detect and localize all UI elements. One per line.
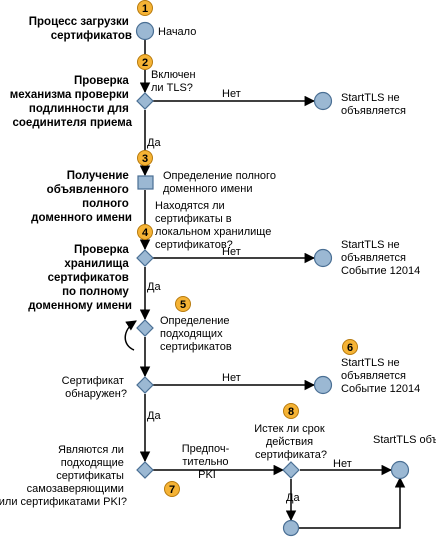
- step-badge-4: 4: [137, 224, 153, 240]
- determine-fqdn-label: Определение полного доменного имени: [163, 170, 279, 195]
- step-badge-1: 1: [137, 0, 153, 16]
- expired-question: Истек ли срок действия сертификата?: [254, 423, 328, 461]
- step-badges: 1 2 3 4 5 6 7 8: [137, 0, 358, 497]
- loop-arrow: [124, 320, 137, 351]
- no-certs-in-store-result: StartTLS не объявляется Событие 12014: [341, 239, 420, 277]
- decision-cert-expired: [282, 461, 300, 479]
- step-badge-7-number: 7: [169, 484, 175, 496]
- decision-cert-found: [136, 376, 154, 394]
- step-badge-7: 7: [164, 481, 180, 497]
- step-badge-3: 3: [137, 150, 153, 166]
- end-node-cert-not-found: [313, 375, 333, 395]
- found-yes-label: Да: [147, 410, 161, 422]
- join-node: [282, 519, 300, 537]
- tls-no-label: Нет: [222, 88, 241, 100]
- starttls-announced-result: StartTLS объявляется: [373, 434, 436, 446]
- step-1-title: Процесс загрузки сертификатов: [29, 16, 132, 42]
- preferably-pki-label: Предпоч- тительно PKI: [182, 443, 233, 481]
- step-badge-2: 2: [137, 54, 153, 70]
- step-badge-5-number: 5: [180, 299, 186, 311]
- terminal-nodes: [135, 21, 410, 537]
- found-no-label: Нет: [222, 372, 241, 384]
- end-node-starttls-announced: [390, 460, 410, 480]
- store-no-label: Нет: [222, 246, 241, 258]
- end-node-no-certs-in-store: [313, 248, 333, 268]
- step-3-title: Получение объявленного полного доменного…: [31, 170, 132, 224]
- start-label: Начало: [158, 26, 196, 38]
- connector-lines: [124, 40, 406, 529]
- expired-no-label: Нет: [333, 458, 352, 470]
- decision-certs-in-store: [136, 249, 154, 267]
- step-badge-6: 6: [342, 339, 358, 355]
- step-badge-8-number: 8: [288, 406, 294, 418]
- step-badge-6-number: 6: [347, 342, 353, 354]
- step-badge-4-number: 4: [142, 227, 149, 239]
- step-badge-5: 5: [175, 296, 191, 312]
- certs-in-store-question: Находятся ли сертификаты в локальном хра…: [155, 200, 274, 251]
- decision-selfsigned-or-pki: [136, 461, 154, 479]
- store-yes-label: Да: [147, 281, 161, 293]
- line-loop-back: [298, 476, 406, 529]
- determine-suitable-label: Определение подходящих сертификатов: [160, 315, 233, 353]
- step-4-title: Проверка хранилища сертификатов по полно…: [28, 244, 132, 312]
- start-node: [135, 21, 155, 41]
- cert-not-found-result: StartTLS не объявляется Событие 12014: [341, 357, 420, 395]
- step-badge-2-number: 2: [142, 57, 148, 69]
- tls-question: Включен ли TLS?: [151, 69, 199, 94]
- end-node-tls-disabled: [313, 91, 333, 111]
- step-badge-1-number: 1: [142, 3, 148, 15]
- selfsigned-or-pki-question: Являются ли подходящие сертификаты самоз…: [0, 444, 127, 508]
- step-badge-3-number: 3: [142, 153, 148, 165]
- expired-yes-label: Да: [286, 492, 300, 504]
- step-2-title: Проверка механизма проверки подлинности …: [10, 75, 133, 129]
- decision-tls-enabled: [136, 92, 154, 110]
- cert-found-question: Сертификат обнаружен?: [62, 375, 127, 400]
- tls-yes-label: Да: [147, 137, 161, 149]
- decision-determine-suitable: [136, 319, 154, 337]
- process-box-determine-fqdn: [137, 175, 154, 190]
- step-badge-8: 8: [283, 403, 299, 419]
- decision-nodes: [136, 92, 300, 479]
- tls-disabled-result: StartTLS не объявляется: [341, 92, 406, 117]
